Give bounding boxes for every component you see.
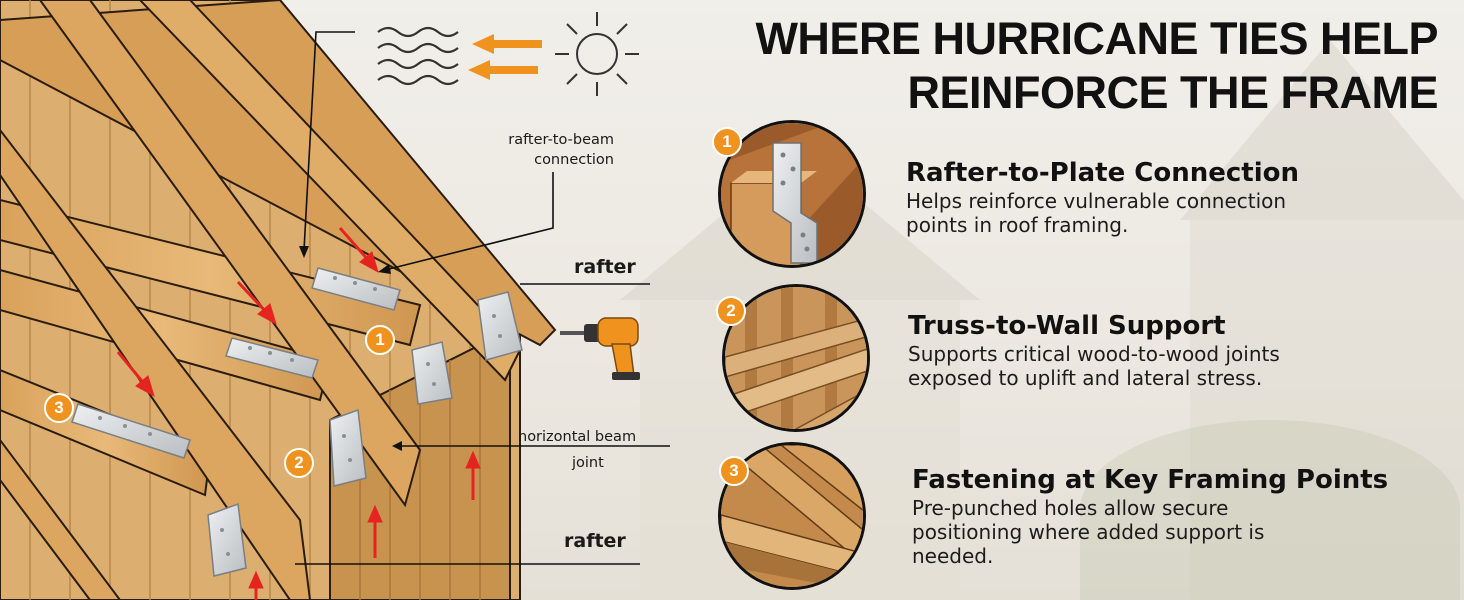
page-title: WHERE HURRICANE TIES HELP REINFORCE THE … (678, 12, 1438, 120)
diagonal-rafters (0, 0, 522, 600)
feature-fastening-points: Fastening at Key Framing Points Pre-punc… (912, 464, 1432, 568)
illustration-badge-2: 2 (284, 448, 314, 478)
illustration-badge-1: 1 (365, 325, 395, 355)
horizontal-beam-joint-callout: horizontal beam joint (518, 429, 637, 471)
feature-description: Pre-punched holes allow secure positioni… (912, 496, 1265, 568)
truss-to-wall-thumbnail (722, 284, 870, 432)
feature-title: Rafter-to-Plate Connection (906, 158, 1299, 188)
feature-badge-2: 2 (716, 296, 746, 326)
drill-icon (560, 317, 640, 380)
feature-badge-1: 1 (712, 127, 742, 157)
sun-icon (555, 12, 639, 96)
force-arrow-icon (116, 227, 481, 600)
hurricane-ties (71, 267, 523, 577)
title-line-1: WHERE HURRICANE TIES HELP (755, 13, 1438, 64)
feature-title: Fastening at Key Framing Points (912, 465, 1389, 495)
rafter-callout-bottom: rafter (564, 530, 626, 552)
feature-description: Supports critical wood-to-wood joints ex… (908, 342, 1280, 390)
feature-truss-to-wall: Truss-to-Wall Support Supports critical … (908, 310, 1428, 390)
illustration-badge-3: 3 (44, 393, 74, 423)
callout-leader-lines (295, 31, 670, 565)
wind-icon (377, 26, 459, 86)
wind-arrow-icon (468, 34, 542, 80)
rafter-to-beam-callout: rafter-to-beam connection (508, 132, 614, 168)
rafter-to-plate-thumbnail (718, 120, 866, 268)
feature-description: Helps reinforce vulnerable connection po… (906, 189, 1287, 237)
feature-rafter-to-plate: Rafter-to-Plate Connection Helps reinfor… (906, 157, 1426, 237)
rafter-callout-top: rafter (574, 256, 636, 278)
title-line-2: REINFORCE THE FRAME (907, 67, 1439, 118)
feature-badge-3: 3 (719, 456, 749, 486)
feature-title: Truss-to-Wall Support (908, 311, 1226, 341)
